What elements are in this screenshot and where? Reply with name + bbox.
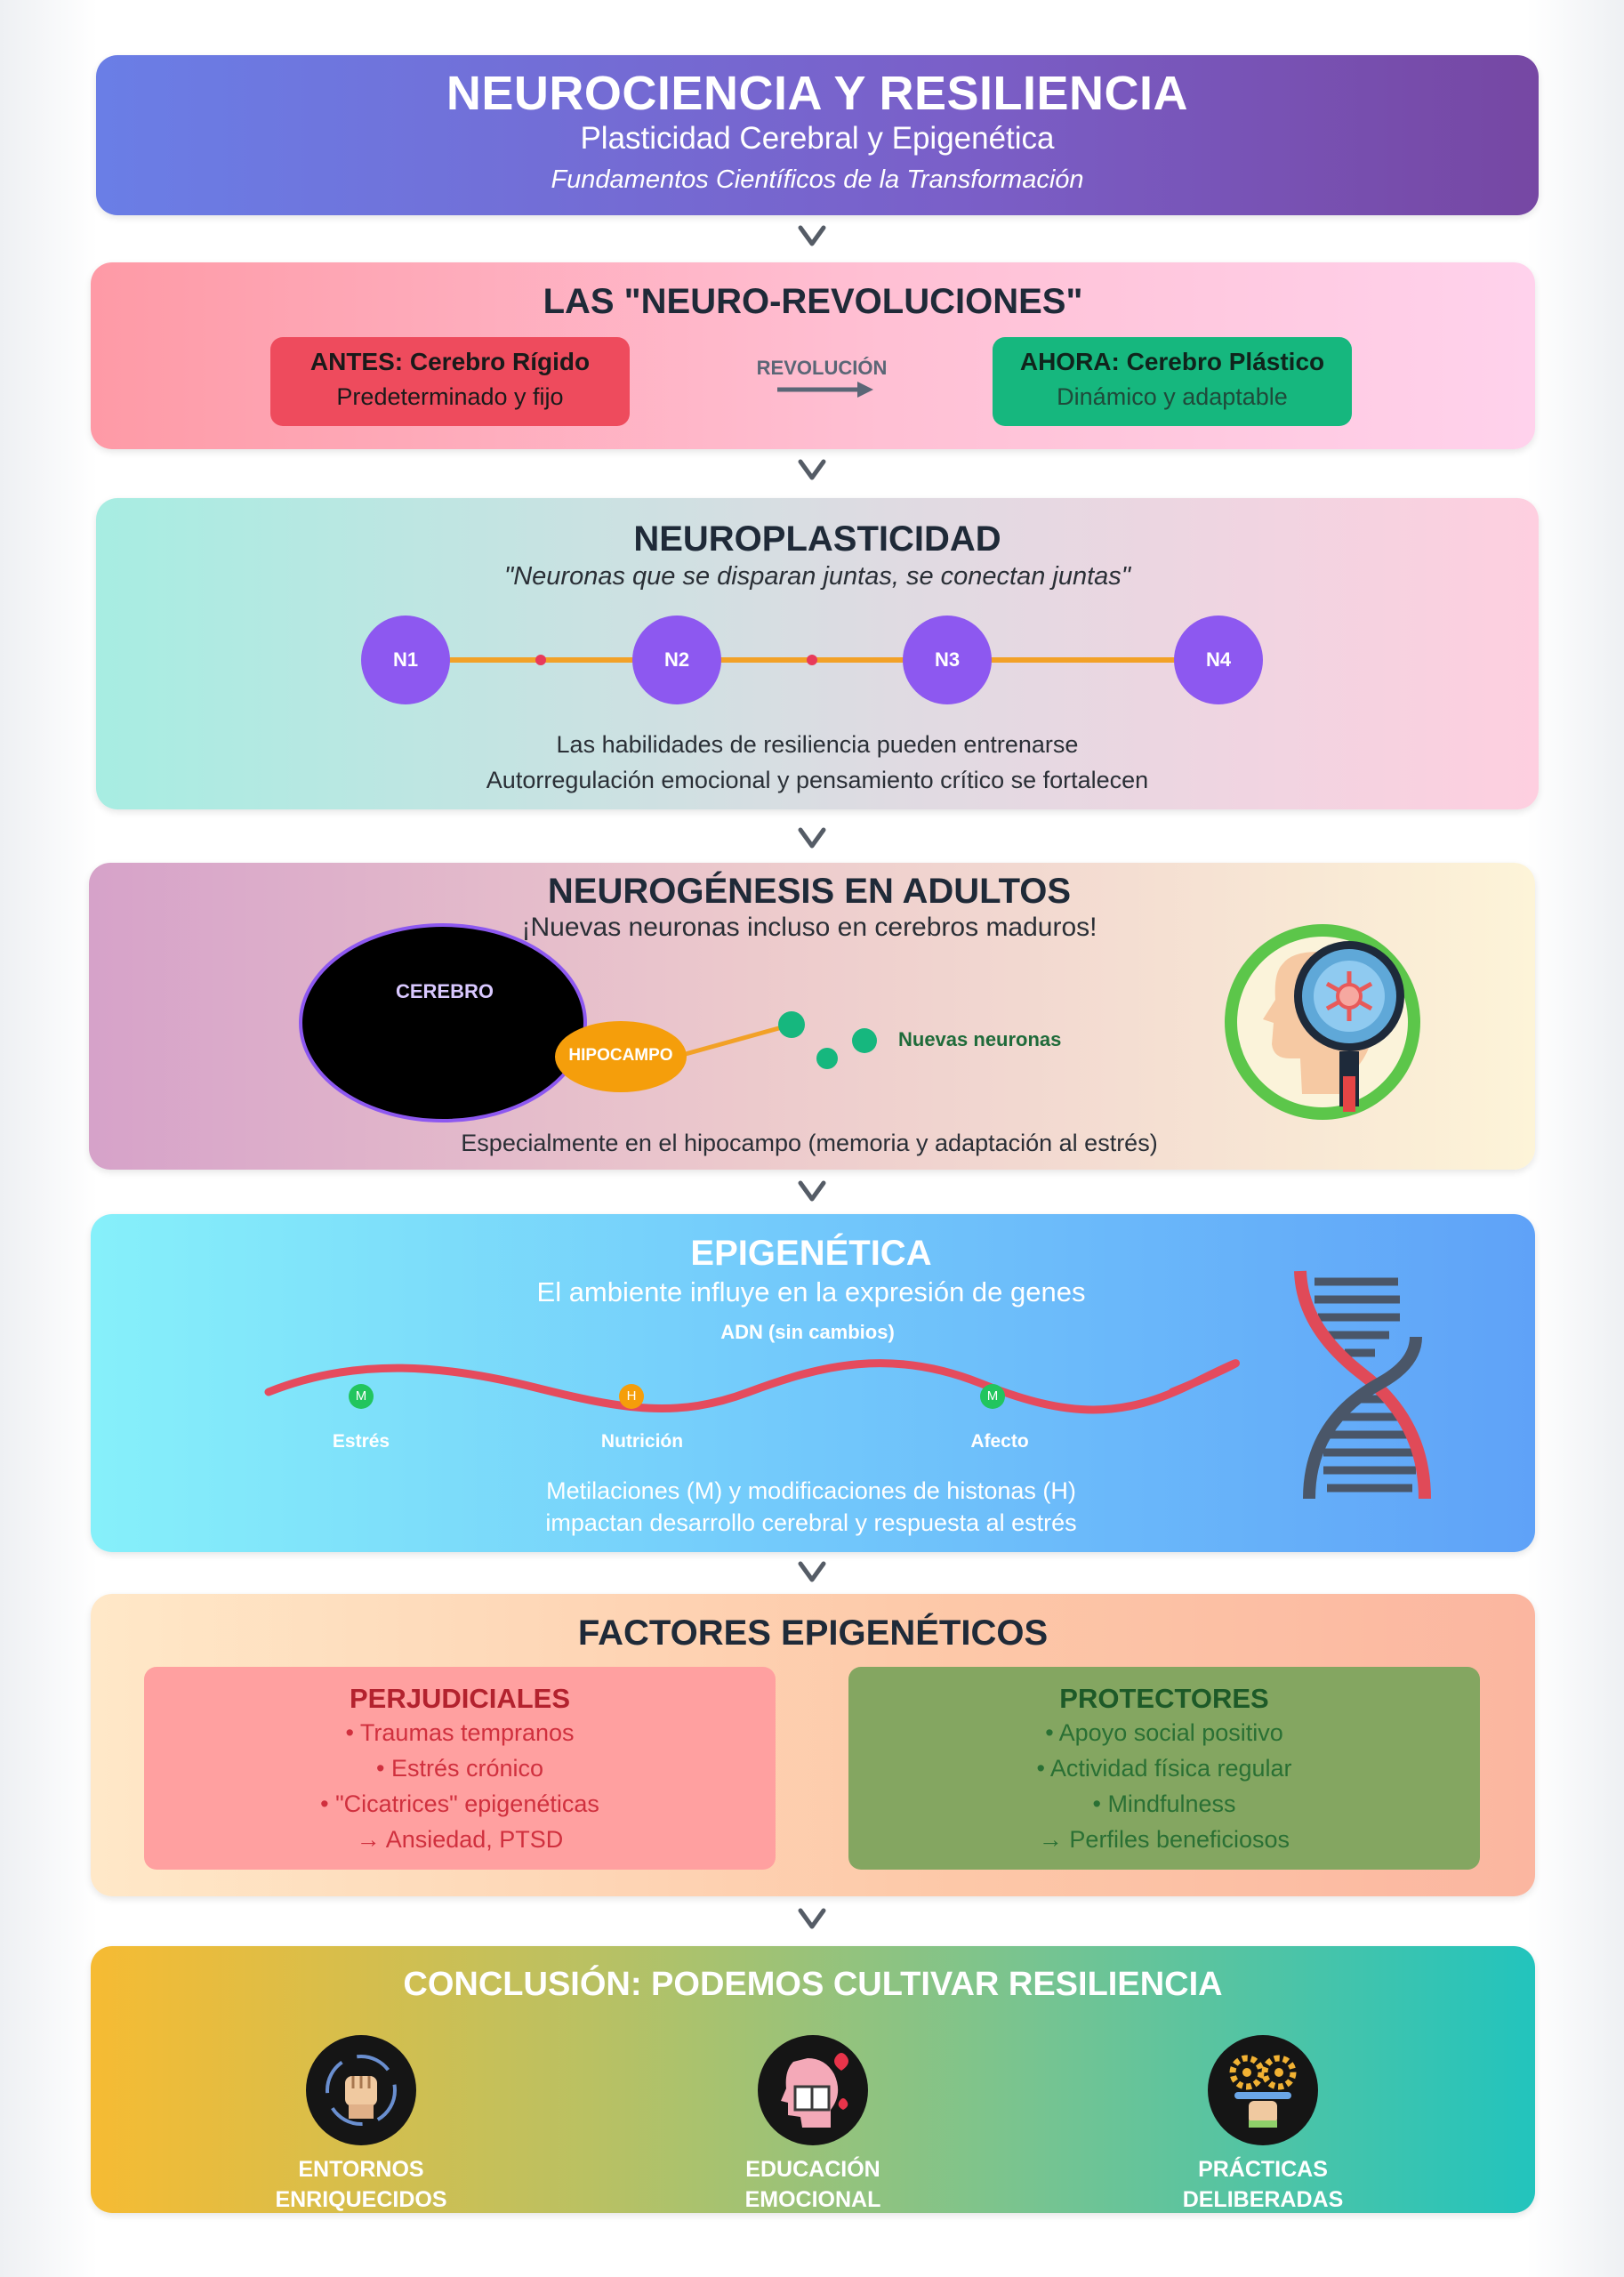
neuron-node: N4 [1174,616,1263,704]
marker-group [349,1384,1005,1409]
epigenetics-title: EPIGENÉTICA [690,1234,932,1273]
neurogenesis-subtitle: ¡Nuevas neuronas incluso en cerebros mad… [521,913,1097,942]
factors-section: FACTORES EPIGENÉTICOS PERJUDICIALES • Tr… [91,1594,1535,1896]
growth-line [675,1022,792,1059]
head-book-icon [758,2035,868,2145]
protective-item: • Mindfulness [1092,1790,1236,1817]
after-box: AHORA: Cerebro Plástico Dinámico y adapt… [993,337,1352,426]
dna-strand [264,1359,1240,1414]
brain-label: CEREBRO [395,980,494,1002]
synapse-dot [535,655,546,665]
harmful-item: • "Cicatrices" epigenéticas [320,1790,599,1817]
epigenetics-footer-2: impactan desarrollo cerebral y respuesta… [545,1509,1077,1536]
neuroplasticity-line-2: Autorregulación emocional y pensamiento … [486,767,1149,793]
page-title: NEUROCIENCIA Y RESILIENCIA [446,67,1189,120]
new-neurons-label: Nuevas neuronas [898,1028,1062,1050]
conclusion-title: CONCLUSIÓN: PODEMOS CULTIVAR RESILIENCIA [403,1966,1223,2003]
harmful-item: • Estrés crónico [375,1755,543,1782]
before-desc: Predeterminado y fijo [336,383,564,410]
after-title: AHORA: Cerebro Plástico [1019,348,1325,375]
after-desc: Dinámico y adaptable [1057,383,1288,410]
dna-label: ADN (sin cambios) [720,1321,895,1343]
neurogenesis-section: NEUROGÉNESIS EN ADULTOS ¡Nuevas neuronas… [89,863,1535,1170]
conclusion-item-label: EDUCACIÓN EMOCIONAL [679,2154,946,2215]
header-banner: NEUROCIENCIA Y RESILIENCIA Plasticidad C… [96,55,1539,215]
factors-title: FACTORES EPIGENÉTICOS [577,1613,1049,1653]
neurogenesis-title: NEUROGÉNESIS EN ADULTOS [547,872,1072,911]
brain-magnifier-icon [1225,924,1420,1120]
neuron-node: N2 [632,616,721,704]
dna-helix-icon [1294,1270,1431,1500]
conclusion-item-label: PRÁCTICAS DELIBERADAS [1130,2154,1396,2215]
harmful-title: PERJUDICIALES [349,1683,571,1714]
harmful-item: → Ansiedad, PTSD [356,1826,564,1853]
neuroplasticity-section: NEUROPLASTICIDAD "Neuronas que se dispar… [96,498,1539,809]
harmful-box: PERJUDICIALES • Traumas tempranos • Estr… [144,1667,776,1870]
marker-label: Nutrición [600,1431,684,1452]
brain-ellipse [299,923,587,1122]
harmful-item: • Traumas tempranos [345,1719,575,1746]
marker-label: Estrés [332,1431,390,1452]
methylation-marker [349,1384,374,1409]
raised-fist-icon [306,2035,416,2145]
gears-hand-icon [1208,2035,1318,2145]
label-line: EMOCIONAL [744,2187,881,2212]
neuron-node: N3 [903,616,992,704]
protective-title: PROTECTORES [1059,1683,1269,1714]
histone-marker [619,1384,644,1409]
new-neuron-dot [778,1011,805,1038]
epigenetics-section: EPIGENÉTICA El ambiente influye en la ex… [91,1214,1535,1552]
conclusion-section: CONCLUSIÓN: PODEMOS CULTIVAR RESILIENCIA [91,1946,1535,2213]
neuroplasticity-quote: "Neuronas que se disparan juntas, se con… [503,562,1131,591]
marker-letter: M [986,1388,999,1404]
protective-item: • Apoyo social positivo [1045,1719,1283,1746]
new-neuron-dot [852,1028,877,1053]
protective-item: → Perfiles beneficiosos [1038,1826,1290,1853]
chevron-down-icon [798,827,826,849]
methylation-marker [980,1384,1005,1409]
chevron-down-icon [798,459,826,480]
right-arrow-icon [777,382,873,398]
neurogenesis-footer: Especialmente en el hipocampo (memoria y… [461,1130,1158,1156]
protective-box: PROTECTORES • Apoyo social positivo • Ac… [848,1667,1480,1870]
epigenetics-subtitle: El ambiente influye en la expresión de g… [536,1276,1086,1307]
neuroplasticity-title: NEUROPLASTICIDAD [633,519,1001,559]
protective-item: • Actividad física regular [1036,1755,1292,1782]
conclusion-item-label: ENTORNOS ENRIQUECIDOS [228,2154,494,2215]
revolutions-title: LAS "NEURO-REVOLUCIONES" [543,282,1083,321]
chevron-down-icon [798,1180,826,1202]
revolutions-section: LAS "NEURO-REVOLUCIONES" ANTES: Cerebro … [91,262,1535,449]
label-line: DELIBERADAS [1182,2187,1344,2212]
hippocampus-label: HIPOCAMPO [568,1046,673,1065]
epigenetics-footer-1: Metilaciones (M) y modificaciones de his… [546,1477,1076,1504]
chevron-down-icon [798,225,826,246]
label-line: PRÁCTICAS [1198,2157,1328,2182]
revolution-label: REVOLUCIÓN [756,357,888,379]
hippocampus-shape [555,1021,687,1092]
neuron-network [406,655,1218,665]
label-line: ENTORNOS [298,2157,424,2182]
label-line: EDUCACIÓN [745,2157,880,2182]
neuron-node: N1 [361,616,450,704]
synapse-dot [807,655,817,665]
brain-diagram [299,923,877,1122]
before-box: ANTES: Cerebro Rígido Predeterminado y f… [270,337,630,426]
neuroplasticity-line-1: Las habilidades de resiliencia pueden en… [556,731,1079,758]
label-line: ENRIQUECIDOS [275,2187,447,2212]
marker-label: Afecto [970,1431,1029,1452]
before-title: ANTES: Cerebro Rígido [310,348,591,375]
page-subtitle: Plasticidad Cerebral y Epigenética [580,121,1055,156]
page-tagline: Fundamentos Científicos de la Transforma… [551,165,1084,194]
chevron-down-icon [798,1908,826,1929]
marker-letter: M [355,1388,367,1404]
marker-letter: H [626,1388,637,1404]
new-neuron-dot [816,1048,838,1069]
chevron-down-icon [798,1561,826,1582]
